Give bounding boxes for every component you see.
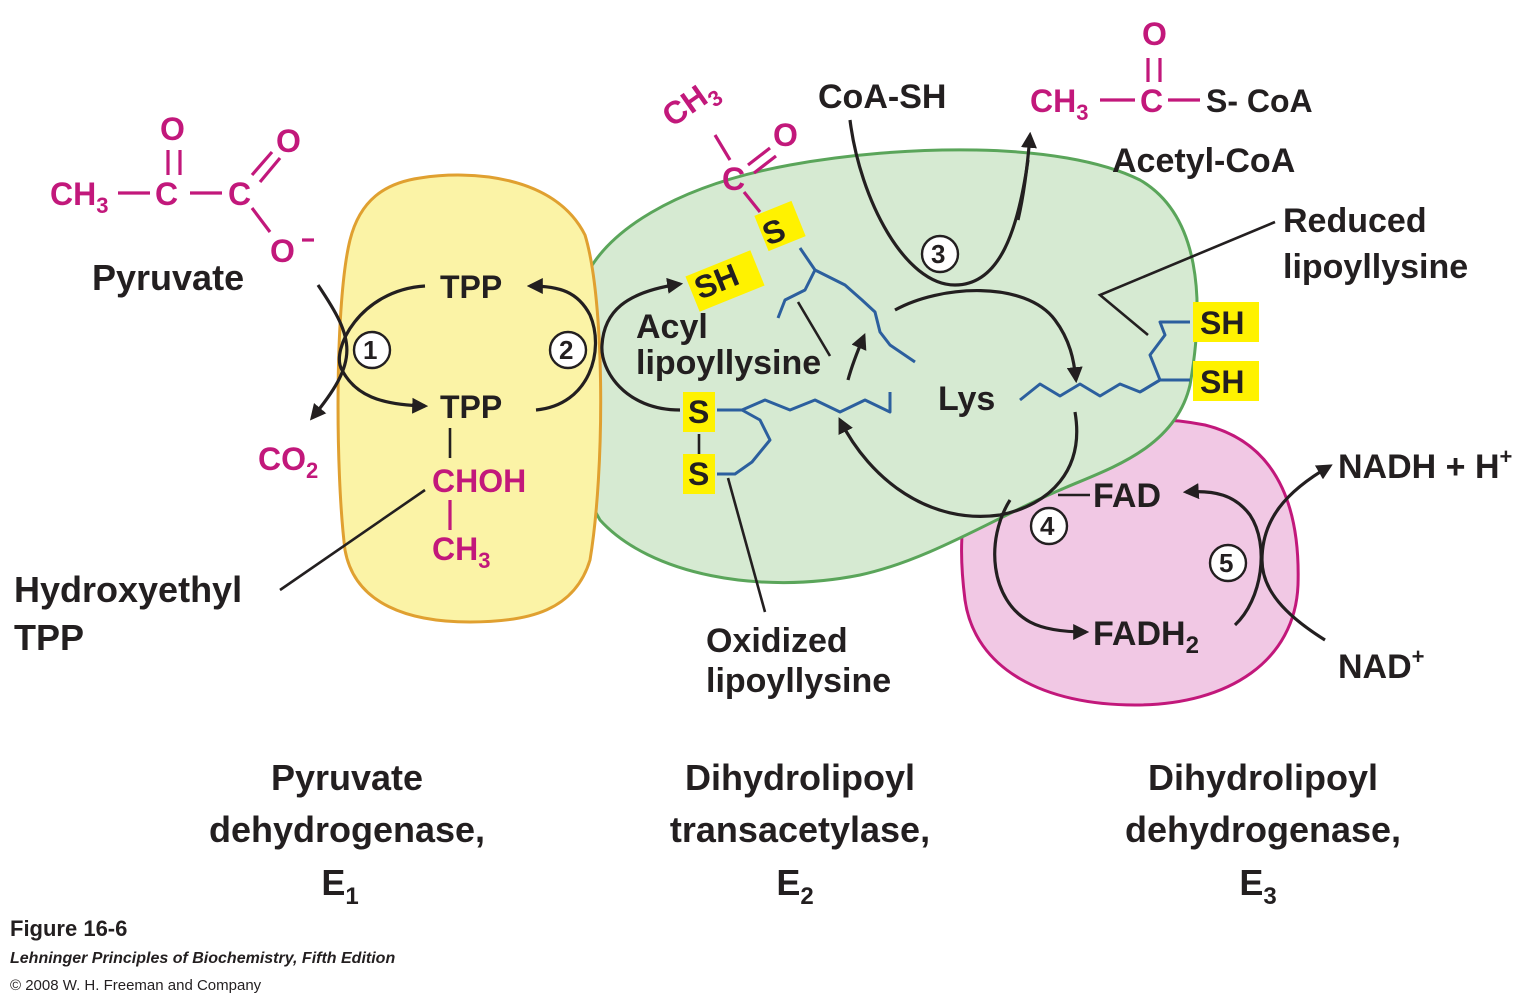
acyl-c: C <box>722 161 745 197</box>
fadh2-label: FADH2 <box>1093 615 1199 659</box>
step3-acetylcoa-arrow <box>1016 131 1037 221</box>
step1-pyruvate-to-co2-arrow <box>309 284 349 421</box>
fad-label: FAD <box>1093 477 1161 515</box>
step3-coa-cycle <box>848 119 1030 287</box>
step-4-marker <box>1029 506 1069 546</box>
step-2-number: 2 <box>559 335 573 365</box>
acyl-lipoyl-chain-tail <box>814 268 916 364</box>
acyl-ch3: CH3 <box>655 71 727 139</box>
step4-reoxidation-arrow <box>838 411 1079 518</box>
step1-tpp-arrow <box>337 284 429 414</box>
reduced-lipoyllysine-label-2: lipoyllysine <box>1283 248 1468 286</box>
reduced-lipoyllysine-label-1: Reduced <box>1283 202 1427 240</box>
svg-text:Dihydrolipoyl: Dihydrolipoyl <box>1148 757 1378 798</box>
ox-lipoyl-tail <box>741 392 892 414</box>
pyruvate-ch3: CH3 <box>50 176 108 218</box>
step5-fadh2-to-fad-arrow <box>1182 483 1263 627</box>
step-1-number: 1 <box>363 335 377 365</box>
step4-fad-arrow <box>993 499 1090 640</box>
copyright: © 2008 W. H. Freeman and Company <box>10 977 262 994</box>
pyruvate-o-minus: O <box>270 233 295 269</box>
oxidized-lipoyllysine-label-2: lipoyllysine <box>706 662 891 700</box>
oxidized-lipoyllysine-label-1: Oxidized <box>706 622 848 660</box>
svg-text:E1: E1 <box>321 862 358 910</box>
pyruvate-c2: C <box>228 176 251 212</box>
reduced-leader <box>1097 220 1276 336</box>
lys-label: Lys <box>938 380 995 418</box>
pyruvate-o-right: O <box>276 123 301 159</box>
e1-ch3: CH3 <box>432 531 490 573</box>
pyruvate-structure: CH3 C O C O O <box>50 111 314 269</box>
ox-s2-highlight <box>683 454 715 494</box>
pyruvate-c1: C <box>155 176 178 212</box>
coa-sh-label: CoA-SH <box>818 78 946 116</box>
enzyme-e1-label: Pyruvate dehydrogenase, E1 <box>209 757 485 910</box>
pyruvate-o-top: O <box>160 111 185 147</box>
enzyme-e2-label: Dihydrolipoyl transacetylase, E2 <box>670 757 930 910</box>
ox-s1: S <box>688 394 709 430</box>
step2-lipoyl-arrow <box>600 277 684 412</box>
svg-text:E2: E2 <box>776 862 813 910</box>
acetyl-coa-structure: CH3 C O S- CoA <box>1030 16 1313 125</box>
acetyl-ch3: CH3 <box>1030 83 1088 125</box>
nad-label: NAD+ <box>1338 644 1425 686</box>
reduced-lipoyl-branch <box>1139 320 1190 394</box>
step-5-number: 5 <box>1219 548 1233 578</box>
svg-text:dehydrogenase,: dehydrogenase, <box>209 809 485 850</box>
acyl-lipoyllysine-label-2: lipoyllysine <box>636 344 821 382</box>
step-2-marker <box>548 330 588 370</box>
figure-number: Figure 16-6 <box>10 916 127 941</box>
acyl-transfer-arrow <box>846 333 867 381</box>
acetyl-o: O <box>1142 16 1167 52</box>
step-3-marker <box>920 234 960 274</box>
step5-nad-arrow <box>1260 464 1333 642</box>
reduced-sh1-highlight <box>1193 302 1259 342</box>
e1-tpp-top: TPP <box>440 269 502 305</box>
svg-text:E3: E3 <box>1239 862 1276 910</box>
enzyme-e3-label: Dihydrolipoyl dehydrogenase, E3 <box>1125 757 1401 910</box>
step-5-marker <box>1208 543 1248 583</box>
sh-highlight <box>685 250 765 312</box>
ox-s1-highlight <box>683 392 715 432</box>
ox-s2: S <box>688 456 709 492</box>
step3-lys-arrow <box>894 289 1083 384</box>
pyruvate-label: Pyruvate <box>92 257 244 298</box>
e1-choh: CHOH <box>432 463 526 499</box>
svg-text:Dihydrolipoyl: Dihydrolipoyl <box>685 757 915 798</box>
hydroxyethyl-tpp-label-2: TPP <box>14 617 84 658</box>
book-title: Lehninger Principles of Biochemistry, Fi… <box>10 950 395 967</box>
acyl-s-highlight <box>754 200 806 252</box>
acetyl-coa-label: Acetyl-CoA <box>1112 142 1295 180</box>
svg-text:transacetylase,: transacetylase, <box>670 809 930 850</box>
svg-text:Pyruvate: Pyruvate <box>271 757 423 798</box>
reduced-sh2-highlight <box>1193 361 1259 401</box>
step-1-marker <box>352 330 392 370</box>
step-3-number: 3 <box>931 239 945 269</box>
step-4-number: 4 <box>1040 511 1055 541</box>
svg-text:dehydrogenase,: dehydrogenase, <box>1125 809 1401 850</box>
acetyl-s-coa: S- CoA <box>1206 83 1313 119</box>
acyl-lipoyl-chain-top <box>776 247 817 319</box>
acyl-o: O <box>773 117 798 153</box>
nadh-label: NADH + H+ <box>1338 444 1512 486</box>
reduced-sh1: SH <box>1200 305 1244 341</box>
hydroxyethyl-tpp-label-1: Hydroxyethyl <box>14 569 242 610</box>
acetyl-c: C <box>1140 83 1163 119</box>
acyl-lipoyllysine-label-1: Acyl <box>636 308 708 346</box>
reduced-sh2: SH <box>1200 364 1244 400</box>
e1-tpp-mid: TPP <box>440 389 502 425</box>
co2: CO2 <box>258 441 318 483</box>
step2-tpp-regeneration-arrow <box>526 278 598 412</box>
